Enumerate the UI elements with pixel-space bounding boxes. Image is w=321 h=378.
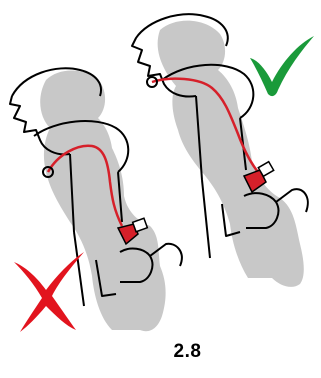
correct-seat-scene xyxy=(132,14,314,287)
checkmark-icon xyxy=(250,36,314,96)
incorrect-seat-scene xyxy=(10,68,182,332)
cross-icon xyxy=(14,252,84,332)
child-silhouette-left xyxy=(40,70,165,331)
child-silhouette-right xyxy=(158,21,304,287)
figure-number: 2.8 xyxy=(27,341,321,363)
